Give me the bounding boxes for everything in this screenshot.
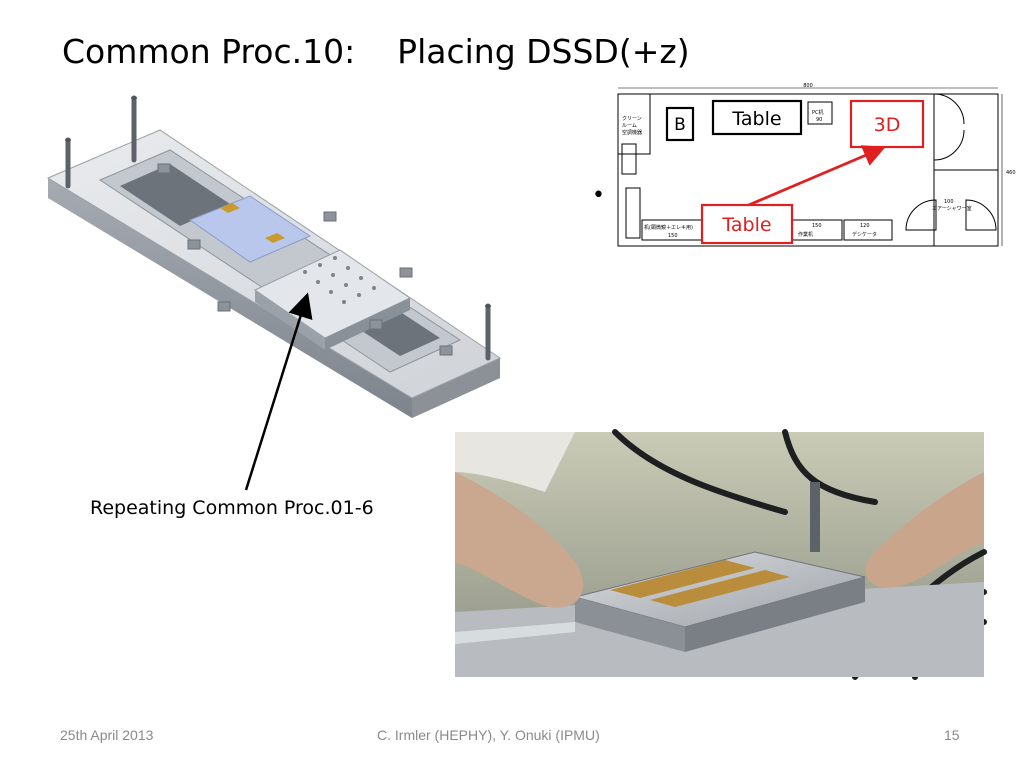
footer-page-number: 15: [944, 727, 960, 743]
desk-dim: 150: [812, 223, 822, 229]
room-label-2: ルーム: [622, 123, 637, 129]
air-dim: 100: [944, 199, 954, 205]
desk-label: 作業机: [798, 231, 813, 238]
label-b: B: [674, 115, 686, 135]
bottom-left-dim: 150: [668, 233, 678, 239]
pc-dim: 90: [816, 117, 822, 123]
air-shower-label: エアーシャワー室: [932, 205, 972, 212]
bullet-marker: •: [592, 183, 605, 208]
footer-date: 25th April 2013: [60, 727, 154, 743]
slide-title: Common Proc.10: Placing DSSD(+z): [62, 32, 690, 71]
desiccator-label: デシケータ: [852, 231, 877, 238]
pc-label: PC机: [812, 109, 824, 116]
label-table-top: Table: [731, 108, 781, 130]
label-3d: 3D: [874, 114, 901, 136]
room-label-3: 空調機器: [622, 129, 642, 136]
label-table-bottom: Table: [721, 214, 771, 236]
dim-right: 460: [1006, 170, 1016, 176]
fixture-cad-drawing: [46, 95, 502, 418]
footer-authors: C. Irmler (HEPHY), Y. Onuki (IPMU): [377, 727, 600, 743]
clean-room-floor-plan: 800 460 クリーン ルーム 空調機器 PC机 90 100 エアーシャワー…: [617, 83, 1016, 247]
room-label-1: クリーン: [622, 116, 642, 122]
bottom-left-label: 机(顕微鏡＋エレキ用): [644, 224, 693, 231]
desiccator-dim: 120: [860, 223, 870, 229]
assembly-photo: [455, 429, 987, 680]
fixture-caption: Repeating Common Proc.01-6: [90, 497, 374, 519]
dim-top: 800: [803, 83, 813, 89]
